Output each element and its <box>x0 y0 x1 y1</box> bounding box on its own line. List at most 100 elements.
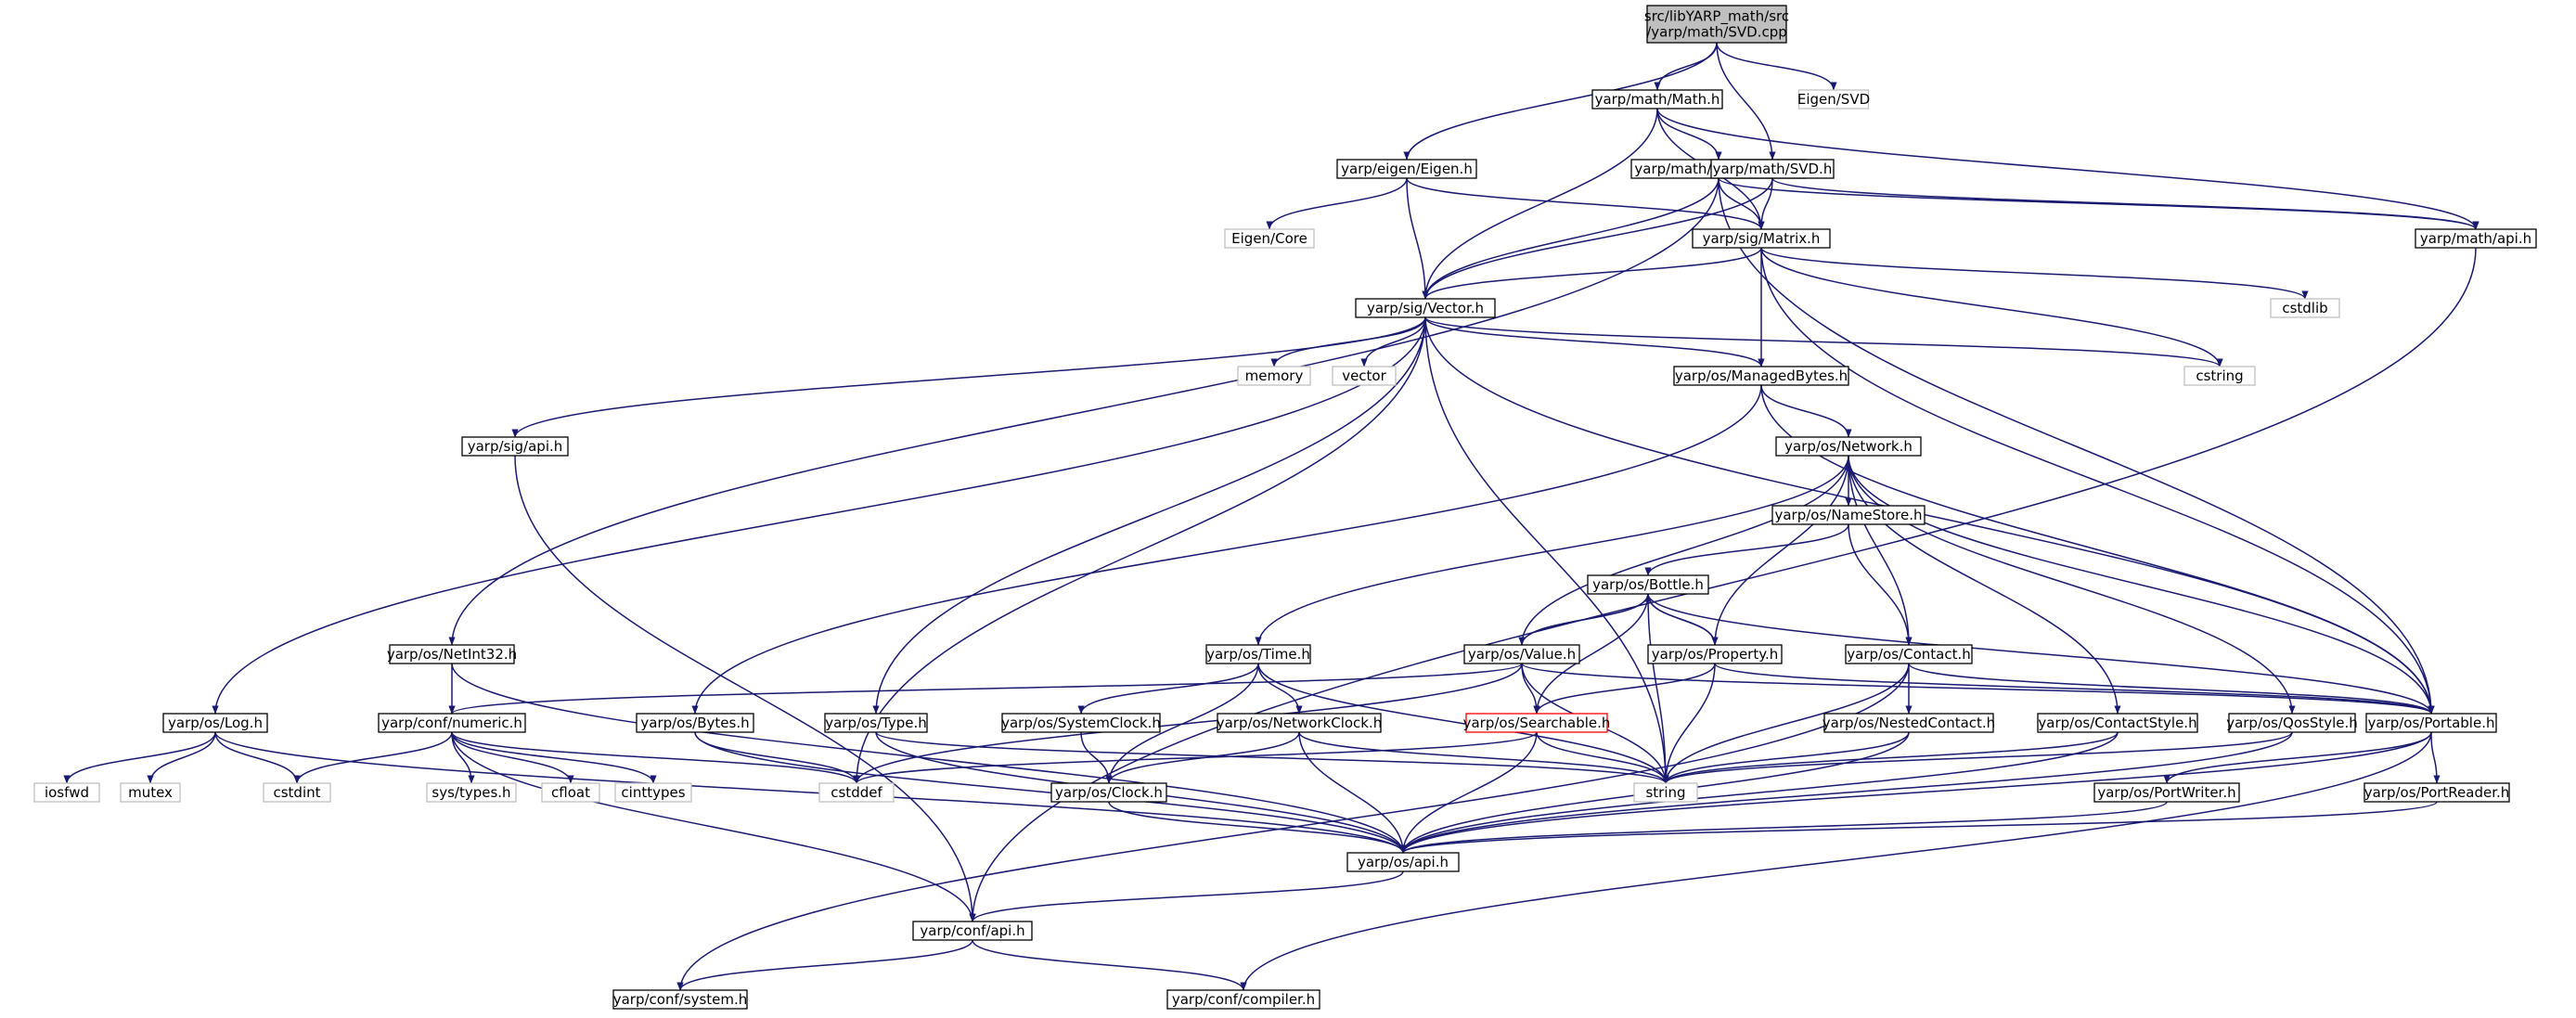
node-label: yarp/sig/Vector.h <box>1367 300 1484 316</box>
node-numeric-h[interactable]: yarp/conf/numeric.h <box>378 713 526 733</box>
node-box <box>1633 782 1698 803</box>
edge-contact_h-to-portable_h <box>1908 663 2435 715</box>
node-sig-api-h[interactable]: yarp/sig/api.h <box>461 436 569 457</box>
edge-network_h-to-contact_h <box>1848 455 1913 646</box>
node-netint32-h[interactable]: yarp/os/NetInt32.h <box>387 644 517 664</box>
node-box <box>824 713 928 733</box>
node-mutex: mutex <box>120 782 181 803</box>
node-box <box>2037 713 2198 733</box>
node-eigen-core: Eigen/Core <box>1224 228 1315 249</box>
node-searchable-h[interactable]: yarp/os/Searchable.h <box>1463 713 1611 733</box>
node-root[interactable]: src/libYARP_math/src/yarp/math/SVD.cpp <box>1644 5 1789 44</box>
node-label: yarp/math/Math.h <box>1595 91 1720 108</box>
edge-portwriter_h-to-os_api_h <box>1399 801 2168 854</box>
edge-quaternion_h-to-math_api_h <box>1718 177 2479 230</box>
edge-math_h-to-math_api_h <box>1656 108 2479 230</box>
node-svd-h[interactable]: yarp/math/SVD.h <box>1710 159 1835 179</box>
edge-vector_h-to-string <box>1424 316 1669 784</box>
node-managedbytes-h[interactable]: yarp/os/ManagedBytes.h <box>1673 366 1849 386</box>
node-matrix-h[interactable]: yarp/sig/Matrix.h <box>1692 228 1831 249</box>
node-label: cstdint <box>273 784 320 801</box>
edge-managedbytes_h-to-network_h <box>1760 384 1852 438</box>
node-vector: vector <box>1332 366 1397 386</box>
node-compiler-h[interactable]: yarp/conf/compiler.h <box>1166 989 1320 1010</box>
node-label: yarp/os/Contact.h <box>1847 646 1971 663</box>
edge-network_h-to-portable_h <box>1848 455 2435 715</box>
edge-matrix_h-to-vector_h <box>1422 247 1762 300</box>
edge-portable_h-to-portwriter_h <box>2163 731 2432 784</box>
edge-netint32_h-to-os_api_h <box>451 663 1407 854</box>
node-nestedcontact-h[interactable]: yarp/os/NestedContact.h <box>1823 713 1995 733</box>
node-label: yarp/conf/numeric.h <box>381 715 522 731</box>
node-label: yarp/os/NestedContact.h <box>1823 715 1995 731</box>
edge-numeric_h-to-conf_api_h <box>451 731 976 922</box>
node-box <box>1050 782 1167 803</box>
node-box <box>1217 713 1382 733</box>
node-box <box>1332 366 1397 386</box>
node-label: src/libYARP_math/src <box>1644 8 1789 26</box>
node-label: yarp/os/Bottle.h <box>1592 576 1704 593</box>
node-box <box>1001 713 1161 733</box>
edge-network_h-to-time_h <box>1255 455 1849 646</box>
edge-vector_h-to-managedbytes_h <box>1424 316 1765 367</box>
node-label: yarp/os/ContactStyle.h <box>2038 715 2196 731</box>
edge-log_h-to-iosfwd <box>63 731 216 784</box>
node-property-h[interactable]: yarp/os/Property.h <box>1647 644 1783 664</box>
node-math-api-h[interactable]: yarp/math/api.h <box>2415 228 2537 249</box>
node-type-h[interactable]: yarp/os/Type.h <box>824 713 928 733</box>
node-box <box>2270 298 2340 318</box>
node-bottle-h[interactable]: yarp/os/Bottle.h <box>1587 574 1709 595</box>
node-box <box>120 782 181 803</box>
node-cstdlib: cstdlib <box>2270 298 2340 318</box>
node-portreader-h[interactable]: yarp/os/PortReader.h <box>2363 782 2510 803</box>
node-vector-h[interactable]: yarp/sig/Vector.h <box>1355 298 1496 318</box>
node-label: sys/types.h <box>431 784 510 801</box>
node-label: yarp/math/api.h <box>2420 230 2531 247</box>
node-system-h[interactable]: yarp/conf/system.h <box>612 989 748 1010</box>
node-time-h[interactable]: yarp/os/Time.h <box>1205 644 1311 664</box>
node-cstring: cstring <box>2183 366 2256 386</box>
node-math-h[interactable]: yarp/math/Math.h <box>1591 89 1723 110</box>
edge-vector_h-to-log_h <box>212 316 1426 715</box>
edge-searchable_h-to-string <box>1536 731 1669 784</box>
node-os-api-h[interactable]: yarp/os/api.h <box>1346 852 1460 872</box>
edge-time_h-to-networkclock_h <box>1257 663 1303 715</box>
node-contact-h[interactable]: yarp/os/Contact.h <box>1845 644 1973 664</box>
node-bytes-h[interactable]: yarp/os/Bytes.h <box>636 713 754 733</box>
node-conf-api-h[interactable]: yarp/conf/api.h <box>912 921 1033 941</box>
edge-time_h-to-string <box>1257 663 1669 784</box>
edge-vector_h-to-vector <box>1360 316 1426 367</box>
node-systemclock-h[interactable]: yarp/os/SystemClock.h <box>1001 713 1161 733</box>
edge-bottle_h-to-portable_h <box>1647 593 2435 715</box>
node-contactstyle-h[interactable]: yarp/os/ContactStyle.h <box>2037 713 2198 733</box>
node-portable-h[interactable]: yarp/os/Portable.h <box>2365 713 2497 733</box>
node-portwriter-h[interactable]: yarp/os/PortWriter.h <box>2093 782 2240 803</box>
edge-qosstyle_h-to-string <box>1662 731 2293 784</box>
edge-vector_h-to-type_h <box>872 316 1426 715</box>
node-network-h[interactable]: yarp/os/Network.h <box>1775 436 1922 457</box>
edge-property_h-to-portable_h <box>1714 663 2435 715</box>
node-qosstyle-h[interactable]: yarp/os/QosStyle.h <box>2226 713 2358 733</box>
edge-math_h-to-quaternion_h <box>1656 108 1722 161</box>
node-value-h[interactable]: yarp/os/Value.h <box>1463 644 1580 664</box>
node-clock-h[interactable]: yarp/os/Clock.h <box>1050 782 1167 803</box>
edge-networkclock_h-to-string <box>1298 731 1669 784</box>
edge-vector_h-to-cstddef <box>853 316 1426 784</box>
node-label: yarp/os/Property.h <box>1652 646 1778 663</box>
edge-quaternion_h-to-netint32_h <box>448 177 1719 646</box>
node-label: yarp/os/PortReader.h <box>2364 784 2510 801</box>
edge-time_h-to-systemclock_h <box>1077 663 1259 715</box>
edge-portable_h-to-portreader_h <box>2430 731 2441 784</box>
node-log-h[interactable]: yarp/os/Log.h <box>162 713 268 733</box>
node-eigen-h[interactable]: yarp/eigen/Eigen.h <box>1336 159 1477 179</box>
node-label: cstdlib <box>2282 300 2327 316</box>
node-box <box>1692 228 1831 249</box>
node-networkclock-h[interactable]: yarp/os/NetworkClock.h <box>1217 713 1383 733</box>
node-memory: memory <box>1237 366 1311 386</box>
node-sys-types-h: sys/types.h <box>426 782 517 803</box>
node-namestore-h[interactable]: yarp/os/NameStore.h <box>1771 505 1926 525</box>
node-box <box>2228 713 2356 733</box>
node-label: yarp/os/Network.h <box>1784 438 1913 455</box>
node-label: yarp/os/api.h <box>1358 854 1449 870</box>
node-box <box>2183 366 2256 386</box>
